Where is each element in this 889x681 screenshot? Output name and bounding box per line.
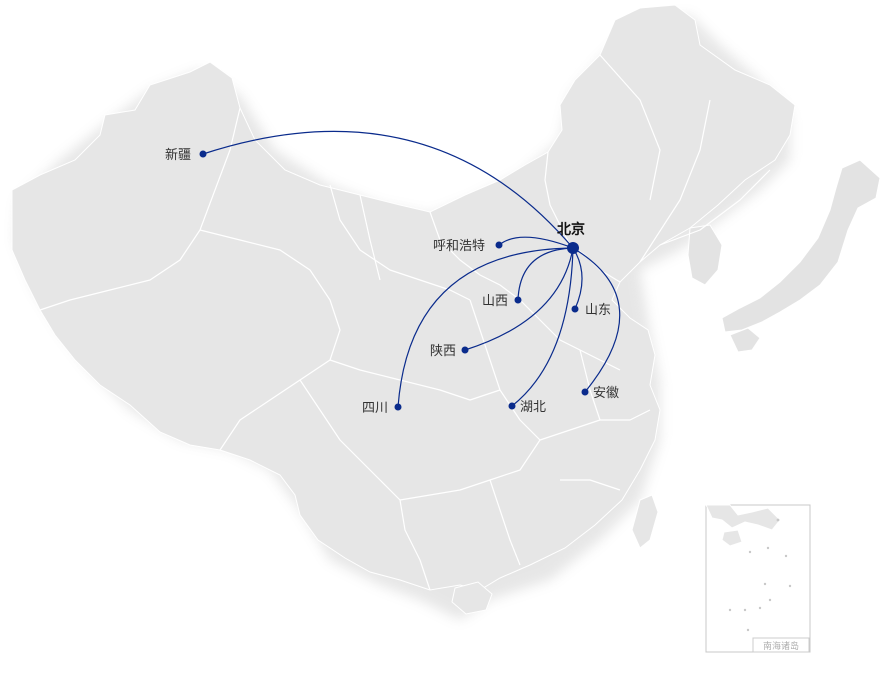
label-huhehaote: 呼和浩特 [433, 239, 485, 254]
marker-sichuan[interactable] [394, 403, 402, 411]
label-xinjiang: 新疆 [165, 147, 191, 163]
hub-label: 北京 [557, 221, 585, 238]
route-shanxi [517, 247, 574, 301]
label-hubei: 湖北 [520, 400, 546, 415]
hainan-island [451, 581, 493, 615]
marker-xinjiang[interactable] [199, 150, 207, 158]
inset-label: 南海诸岛 [763, 640, 799, 652]
china-landmass [11, 4, 796, 591]
route-hubei [511, 247, 574, 407]
route-xinjiang [202, 130, 574, 249]
city-markers [199, 150, 589, 411]
japan-kyushu [729, 327, 761, 353]
label-anhui: 安徽 [593, 386, 619, 401]
city-labels: 北京 新疆 呼和浩特 山西 山东 陕西 四川 湖北 安徽 [165, 147, 619, 416]
label-shaanxi: 陕西 [430, 344, 456, 359]
marker-huhehaote[interactable] [495, 241, 503, 249]
marker-shandong[interactable] [571, 305, 579, 313]
marker-hubei[interactable] [508, 402, 516, 410]
marker-hub-beijing[interactable] [567, 242, 579, 254]
route-anhui [572, 247, 621, 393]
marker-anhui[interactable] [581, 388, 589, 396]
marker-shaanxi[interactable] [461, 346, 469, 354]
japan-islands [721, 159, 881, 333]
route-shaanxi [464, 247, 574, 351]
label-sichuan: 四川 [362, 401, 388, 416]
korean-peninsula [687, 224, 723, 286]
south-china-sea-inset: 南海诸岛 [705, 504, 811, 653]
taiwan-island [631, 494, 659, 549]
label-shanxi: 山西 [482, 294, 508, 309]
marker-shanxi[interactable] [514, 296, 522, 304]
label-shandong: 山东 [585, 303, 611, 318]
route-huhehaote [498, 236, 574, 249]
routes [202, 130, 621, 408]
route-sichuan [397, 247, 574, 408]
